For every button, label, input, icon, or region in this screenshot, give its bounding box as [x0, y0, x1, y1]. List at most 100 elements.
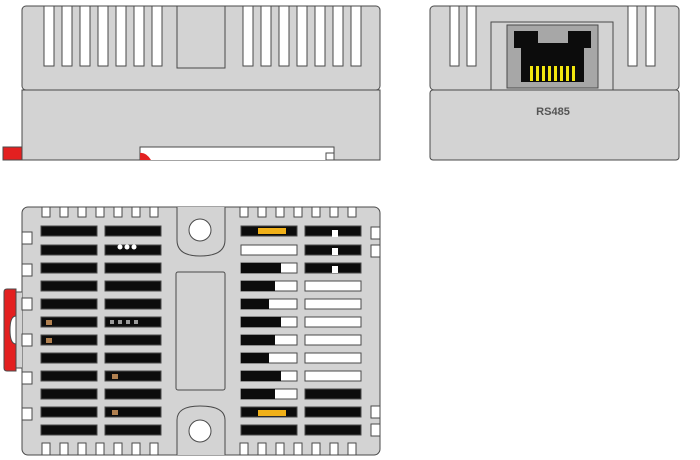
vent-bar — [40, 280, 98, 292]
edge-tab — [293, 206, 303, 218]
led-dot — [124, 244, 130, 250]
pcb-shadow — [241, 389, 275, 399]
edge-tab — [113, 206, 123, 218]
vent-slot — [314, 5, 326, 67]
vent-bar — [104, 316, 162, 328]
edge-tab — [311, 206, 321, 218]
vent-slot — [466, 5, 477, 67]
edge-tab — [293, 442, 303, 456]
led-dot — [117, 244, 123, 250]
front-view — [2, 5, 381, 161]
edge-tab — [131, 442, 141, 456]
vent-slot — [43, 5, 55, 67]
led-dot — [131, 244, 137, 250]
vent-bar — [104, 388, 162, 400]
vent-bar — [104, 352, 162, 364]
edge-tab — [149, 206, 159, 218]
side-tab — [21, 407, 33, 421]
rj45-pin — [554, 66, 557, 81]
side-tab — [370, 226, 381, 240]
edge-tab — [59, 206, 69, 218]
vent-bar — [240, 244, 298, 256]
top-view — [3, 206, 381, 456]
edge-tabs — [21, 206, 381, 456]
edge-tab — [311, 442, 321, 456]
smd-component — [46, 320, 52, 325]
connector-marking — [332, 248, 338, 255]
vent-bar — [304, 298, 362, 310]
vent-slot — [278, 5, 290, 67]
side-tab — [370, 405, 381, 419]
vent-slot — [97, 5, 109, 67]
vent-slot — [79, 5, 91, 67]
side-tab — [370, 423, 381, 437]
din-clip-left — [2, 146, 23, 161]
side-lower-body — [429, 89, 680, 161]
vent-bar — [104, 406, 162, 418]
edge-tab — [275, 442, 285, 456]
vent-bar — [304, 334, 362, 346]
vent-slot — [296, 5, 308, 67]
edge-tab — [329, 442, 339, 456]
edge-tab — [41, 442, 51, 456]
edge-tab — [41, 206, 51, 218]
rj45-pin — [566, 66, 569, 81]
vent-bar — [104, 225, 162, 237]
pcb-shadow — [241, 353, 269, 363]
vent-bar — [40, 406, 98, 418]
connector-marking — [332, 266, 338, 273]
vent-slot — [133, 5, 145, 67]
rj45-pin — [560, 66, 563, 81]
smd-component — [112, 410, 118, 415]
vent-slot — [115, 5, 127, 67]
rj45-latch — [538, 31, 568, 43]
front-center-block — [176, 5, 226, 69]
side-view: RS485 — [429, 5, 680, 161]
mounting-hole-bottom — [188, 419, 212, 443]
smd-pad — [258, 228, 286, 234]
ic-pin — [134, 320, 138, 324]
vent-bar — [304, 388, 362, 400]
rj45-socket — [514, 31, 591, 82]
edge-tab — [59, 442, 69, 456]
vent-slot — [151, 5, 163, 67]
edge-tab — [257, 206, 267, 218]
vent-slot — [61, 5, 73, 67]
pcb-shadow — [241, 299, 269, 309]
vent-bar — [40, 225, 98, 237]
vent-bar — [304, 406, 362, 418]
vent-bar — [40, 388, 98, 400]
vent-bar — [40, 424, 98, 436]
side-tab — [21, 231, 33, 245]
vent-slot — [645, 5, 656, 67]
vent-bar — [104, 424, 162, 436]
edge-tab — [77, 206, 87, 218]
edge-tab — [239, 442, 249, 456]
edge-tab — [329, 206, 339, 218]
vent-slot — [350, 5, 362, 67]
vent-bar — [304, 352, 362, 364]
ic-pin — [118, 320, 122, 324]
rj45-latch-slot — [545, 43, 561, 50]
vent-bar — [40, 352, 98, 364]
edge-tab — [239, 206, 249, 218]
side-tab — [21, 333, 33, 347]
edge-tab — [113, 442, 123, 456]
center-window — [175, 271, 226, 391]
edge-tab — [347, 442, 357, 456]
edge-tab — [131, 206, 141, 218]
vent-bar — [40, 334, 98, 346]
pcb-shadow — [241, 335, 275, 345]
vent-bar — [40, 244, 98, 256]
edge-tab — [95, 442, 105, 456]
edge-tab — [347, 206, 357, 218]
vent-bar — [304, 280, 362, 292]
side-vent-slots — [449, 5, 656, 67]
edge-tab — [275, 206, 285, 218]
ic-pin — [110, 320, 114, 324]
vent-bar — [240, 424, 298, 436]
side-tab — [370, 244, 381, 258]
edge-tab — [149, 442, 159, 456]
rj45-pin — [530, 66, 533, 81]
